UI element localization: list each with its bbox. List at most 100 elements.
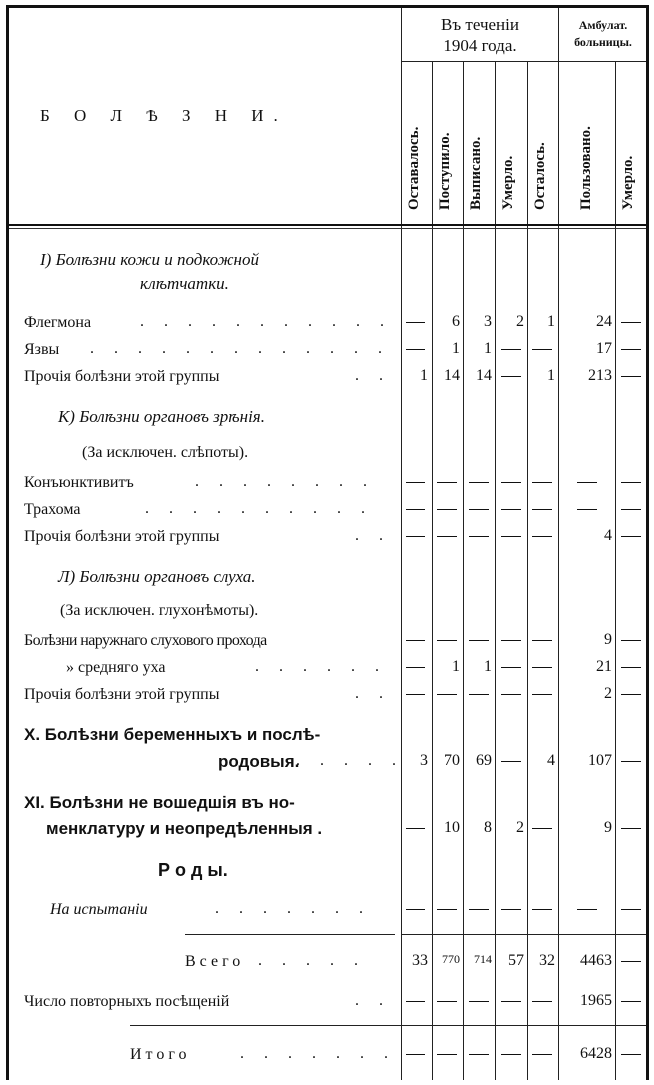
table-cell: 6 <box>452 313 460 330</box>
table-cell <box>434 527 460 545</box>
table-left-border <box>6 5 9 1080</box>
group-header-amb-line2: больницы. <box>574 35 632 49</box>
table-cell <box>617 313 644 331</box>
table-cell <box>529 900 555 918</box>
empty-dash <box>406 481 425 483</box>
table-cell <box>403 819 428 837</box>
table-cell <box>497 1045 524 1063</box>
table-cell <box>466 1045 492 1063</box>
column-header-admitted: Поступило. <box>437 132 453 210</box>
table-cell <box>561 473 612 491</box>
table-cell <box>434 500 460 518</box>
empty-dash <box>437 508 457 510</box>
table-cell: 4 <box>547 752 555 769</box>
section-title: I) Болѣзни кожи и подкожной <box>40 250 259 269</box>
table-cell <box>529 473 555 491</box>
table-cell <box>561 500 612 518</box>
table-cell: 21 <box>596 658 612 675</box>
empty-dash <box>620 481 641 483</box>
section-title: XI. Болѣзни не вошедшія въ но- <box>24 793 295 812</box>
table-cell <box>617 527 644 545</box>
table-cell <box>617 500 644 518</box>
empty-dash <box>406 666 425 668</box>
table-cell <box>497 685 524 703</box>
table-cell: 9 <box>604 819 612 836</box>
table-cell <box>497 900 524 918</box>
empty-dash <box>620 693 641 695</box>
table-cell <box>617 752 644 770</box>
table-cell <box>466 473 492 491</box>
empty-dash <box>406 508 425 510</box>
table-cell <box>466 685 492 703</box>
table-cell <box>529 1045 555 1063</box>
empty-dash <box>437 535 457 537</box>
empty-dash <box>532 535 552 537</box>
table-cell: 107 <box>588 752 612 769</box>
col-divider-main <box>401 8 402 1080</box>
table-cell: 2 <box>516 313 524 330</box>
grand-total-label: Итого <box>130 1046 191 1063</box>
table-cell <box>561 900 612 918</box>
table-cell <box>434 900 460 918</box>
table-cell <box>403 313 428 331</box>
empty-dash <box>469 639 489 641</box>
table-cell <box>466 992 492 1010</box>
empty-dash <box>437 693 457 695</box>
row-label: Конъюнктивитъ <box>24 474 134 491</box>
table-cell <box>529 527 555 545</box>
table-cell: 9 <box>604 631 612 648</box>
empty-dash <box>500 666 521 668</box>
table-top-border <box>6 5 649 8</box>
column-header-remained-start: Оставалось. <box>406 126 422 210</box>
table-cell <box>403 992 428 1010</box>
empty-dash <box>532 693 552 695</box>
table-cell <box>466 631 492 649</box>
table-cell: 17 <box>596 340 612 357</box>
table-cell: 1 <box>452 658 460 675</box>
table-cell <box>466 500 492 518</box>
leader-dots: . . . . . . . <box>215 900 371 917</box>
row-label: Болѣзни наружнаго слухового прохода <box>24 632 267 649</box>
section-title-cont: клѣтчатки. <box>140 274 229 293</box>
group-header-ambulatory: Амбулат. больницы. <box>559 17 647 51</box>
table-cell <box>617 900 644 918</box>
group-header-year: Въ теченіи 1904 года. <box>402 14 558 56</box>
empty-dash <box>620 908 641 910</box>
table-cell: 32 <box>539 952 555 969</box>
empty-dash <box>500 375 521 377</box>
table-cell: 4 <box>604 527 612 544</box>
table-cell: 2 <box>516 819 524 836</box>
empty-dash <box>406 1053 425 1055</box>
table-cell: 3 <box>484 313 492 330</box>
empty-dash <box>406 693 425 695</box>
empty-dash <box>500 639 521 641</box>
table-cell <box>529 631 555 649</box>
empty-dash <box>437 639 457 641</box>
table-cell <box>434 685 460 703</box>
row-label: Прочія болѣзни этой группы <box>24 528 220 545</box>
leader-dots: . . . . . . . . . . . . . <box>90 340 390 357</box>
empty-dash <box>500 348 521 350</box>
table-cell <box>497 367 524 385</box>
header-bottom-rule <box>9 224 646 226</box>
column-header-treated: Пользовано. <box>578 126 594 210</box>
table-cell <box>497 752 524 770</box>
leader-dots: . . . . . <box>296 752 404 769</box>
empty-dash <box>620 375 641 377</box>
empty-dash <box>500 760 521 762</box>
table-cell <box>529 500 555 518</box>
header-bottom-rule-thin <box>9 228 646 229</box>
empty-dash <box>532 348 552 350</box>
table-right-border <box>646 5 649 1080</box>
table-cell: 1 <box>420 367 428 384</box>
table-cell <box>497 658 524 676</box>
empty-dash <box>532 1000 552 1002</box>
empty-dash <box>500 1053 521 1055</box>
empty-dash <box>620 760 641 762</box>
empty-dash <box>532 639 552 641</box>
table-cell <box>466 527 492 545</box>
row-label: Язвы <box>24 341 60 358</box>
table-cell: 1 <box>547 367 555 384</box>
leader-dots: . . . . . . <box>255 658 387 675</box>
